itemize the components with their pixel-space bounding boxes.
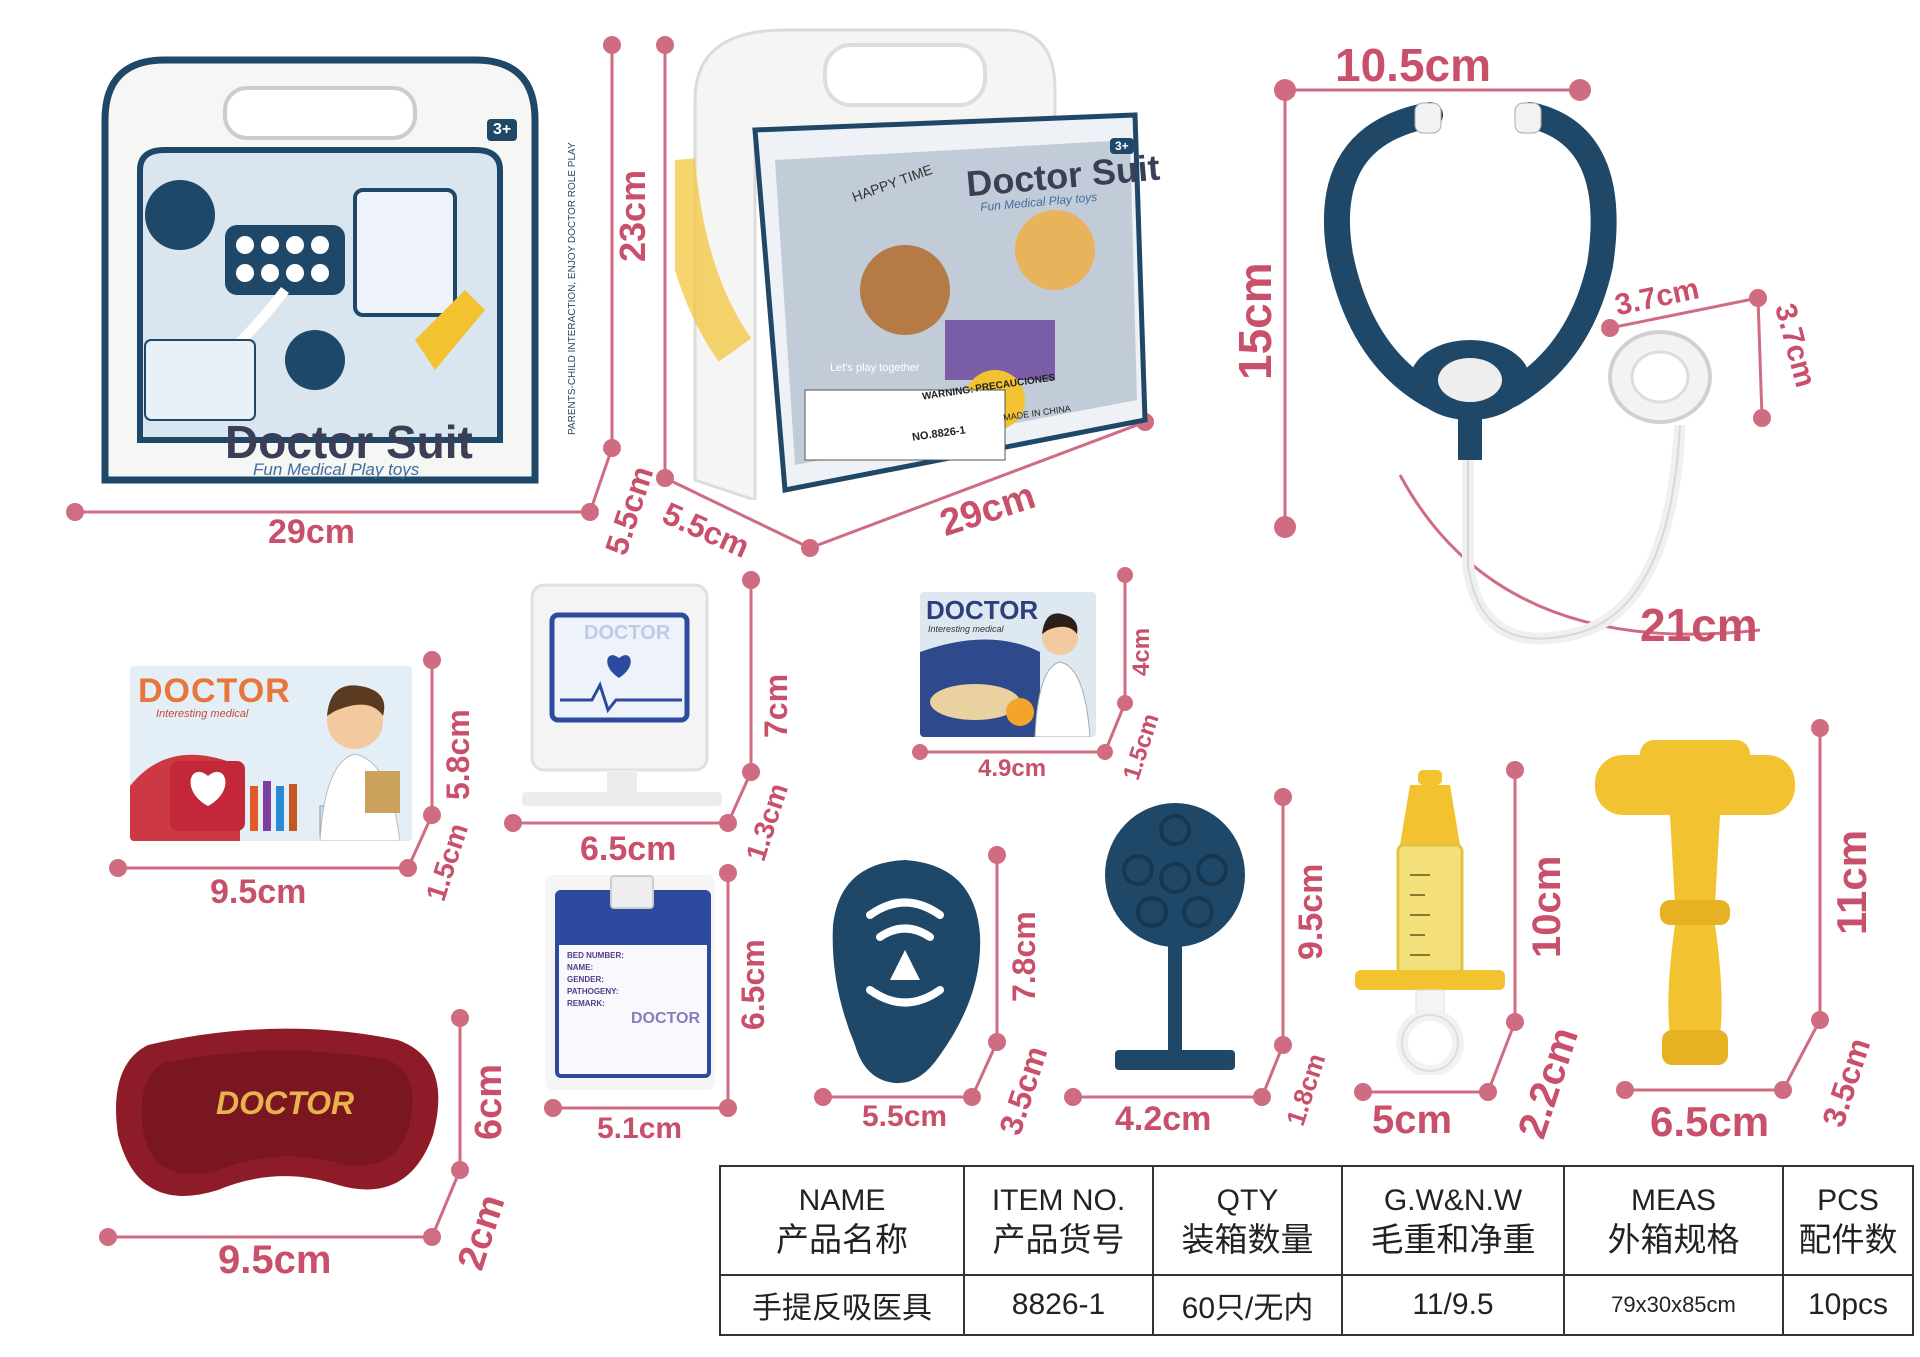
spec-value-weight: 11/9.5: [1341, 1274, 1565, 1336]
doctor-card-small-subtitle: Interesting medical: [928, 624, 1004, 634]
kidney-tray-word: DOCTOR: [216, 1085, 355, 1121]
dim-monitor-width: 6.5cm: [580, 830, 677, 868]
dim-clipboard-width: 5.1cm: [597, 1112, 683, 1145]
spec-header-weight: G.W&N.W 毛重和净重: [1341, 1165, 1565, 1276]
dim-stethoscope-width: 10.5cm: [1335, 39, 1492, 91]
clipboard-line-3: GENDER:: [567, 975, 604, 984]
heart-monitor-word: DOCTOR: [584, 622, 671, 644]
spec-value-name: 手提反吸医具: [719, 1274, 965, 1336]
heart-monitor-illustration: [522, 583, 722, 806]
dim-mirror-width: 4.2cm: [1115, 1100, 1212, 1138]
dim-box-front-width: 29cm: [268, 513, 355, 551]
spec-header-qty: QTY 装箱数量: [1152, 1165, 1343, 1276]
spec-header-meas-zh: 外箱规格: [1607, 1220, 1740, 1258]
spec-header-name: NAME 产品名称: [719, 1165, 965, 1276]
dim-otoscope-height: 7.8cm: [1006, 911, 1042, 1002]
clipboard-line-1: BED NUMBER:: [567, 951, 624, 960]
box-front-brand-title: Doctor Suit: [225, 416, 473, 468]
doctor-card-small-illustration: [920, 613, 1091, 737]
toy-box-side: [675, 28, 1148, 500]
spec-header-weight-zh: 毛重和净重: [1370, 1220, 1536, 1258]
stethoscope: [1323, 102, 1712, 645]
dim-stethoscope-tube: 21cm: [1640, 599, 1758, 651]
kidney-tray-illustration: [116, 1028, 439, 1196]
dim-card-small-height: 4cm: [1128, 627, 1155, 676]
spec-header-meas: MEAS 外箱规格: [1563, 1165, 1784, 1276]
dim-tray-width: 9.5cm: [218, 1238, 332, 1282]
heart-monitor-toy: DOCTOR: [522, 580, 722, 810]
head-mirror-toy: [1105, 803, 1245, 1070]
otoscope-toy: [832, 860, 981, 1084]
box-front-brand-subtitle: Fun Medical Play toys: [253, 460, 420, 479]
dim-tray-height: 6cm: [468, 1063, 510, 1140]
dim-hammer-height: 11cm: [1828, 829, 1875, 935]
doctor-card-large-subtitle: Interesting medical: [156, 708, 249, 720]
doctor-card-large-illustration: [130, 685, 401, 841]
dim-otoscope-width: 5.5cm: [862, 1100, 948, 1133]
spec-header-item-zh: 产品货号: [992, 1220, 1125, 1258]
spec-header-pcs-zh: 配件数: [1798, 1220, 1898, 1258]
box-side-lovely-kid: My Lovely Kid: [830, 395, 899, 407]
dim-clipboard-height: 6.5cm: [735, 939, 771, 1030]
box-side-age-badge: 3+: [1110, 138, 1134, 154]
kidney-tray-toy: DOCTOR: [108, 1015, 448, 1210]
spec-value-pcs: 10pcs: [1782, 1274, 1914, 1336]
spec-header-row: NAME 产品名称 ITEM NO. 产品货号 QTY 装箱数量 G.W&N.W…: [719, 1165, 1914, 1276]
dim-monitor-height: 7cm: [758, 673, 794, 738]
clipboard-line-5: REMARK:: [567, 999, 605, 1008]
spec-header-pcs: PCS 配件数: [1782, 1165, 1914, 1276]
spec-header-meas-en: MEAS: [1630, 1183, 1717, 1217]
dim-card-large-height: 5.8cm: [440, 709, 476, 800]
doctor-card-small: DOCTOR Interesting medical: [920, 592, 1096, 737]
toy-box-front: [101, 56, 539, 484]
clipboard-clip: [610, 875, 654, 909]
spec-header-weight-en: G.W&N.W: [1383, 1183, 1523, 1217]
box-side-lets-play: Let's play together: [830, 362, 920, 374]
dim-box-front-height: 23cm: [612, 169, 653, 262]
clipboard-toy: BED NUMBER: NAME: GENDER: PATHOGENY: REM…: [545, 875, 715, 1090]
dim-card-small-width: 4.9cm: [978, 755, 1047, 782]
clipboard-line-4: PATHOGENY:: [567, 987, 619, 996]
dim-hammer-width: 6.5cm: [1650, 1098, 1770, 1145]
syringe-toy: [1355, 770, 1505, 1075]
reflex-hammer-toy: [1595, 740, 1795, 1065]
spec-header-name-en: NAME: [798, 1183, 886, 1217]
spec-header-item-en: ITEM NO.: [991, 1183, 1126, 1217]
clipboard-line-2: NAME:: [567, 963, 594, 972]
spec-value-row: 手提反吸医具 8826-1 60只/无内 11/9.5 79x30x85cm 1…: [719, 1274, 1914, 1336]
box-front-side-text: PARENTS-CHILD INTERACTION, ENJOY DOCTOR …: [567, 142, 578, 435]
spec-value-qty: 60只/无内: [1152, 1274, 1343, 1336]
spec-header-pcs-en: PCS: [1817, 1183, 1879, 1217]
spec-header-qty-zh: 装箱数量: [1181, 1220, 1314, 1258]
doctor-card-large: DOCTOR Interesting medical: [130, 666, 412, 841]
dim-stethoscope-height: 15cm: [1229, 262, 1281, 380]
spec-header-name-zh: 产品名称: [776, 1220, 908, 1258]
doctor-card-large-title: DOCTOR: [138, 672, 291, 710]
dim-syringe-width: 5cm: [1372, 1098, 1453, 1142]
box-front-age-badge: 3+: [487, 119, 518, 141]
dim-card-large-width: 9.5cm: [210, 873, 307, 911]
spec-value-meas: 79x30x85cm: [1563, 1274, 1784, 1336]
spec-header-qty-en: QTY: [1216, 1183, 1279, 1217]
dim-syringe-height: 10cm: [1525, 855, 1569, 958]
doctor-card-small-title: DOCTOR: [926, 595, 1039, 625]
product-spec-table: NAME 产品名称 ITEM NO. 产品货号 QTY 装箱数量 G.W&N.W…: [719, 1165, 1914, 1336]
spec-header-item: ITEM NO. 产品货号: [963, 1165, 1154, 1276]
dim-mirror-height: 9.5cm: [1292, 863, 1330, 960]
spec-value-item: 8826-1: [963, 1274, 1154, 1336]
clipboard-word: DOCTOR: [631, 1010, 701, 1027]
